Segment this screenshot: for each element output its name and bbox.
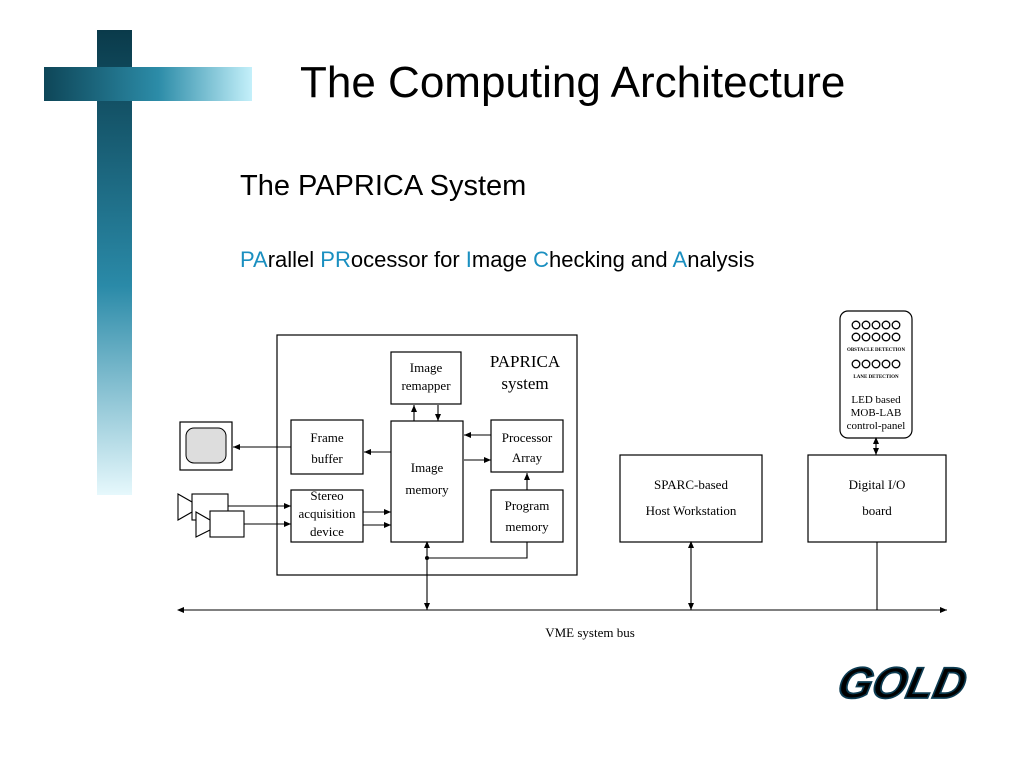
digital-io-box — [807, 454, 947, 543]
acronym-text: rallel — [267, 247, 321, 272]
vme-bus-label: VME system bus — [545, 625, 635, 640]
led-dot — [881, 332, 891, 342]
slide-title: The Computing Architecture — [300, 58, 846, 107]
led-dot — [881, 320, 891, 330]
svg-text:GOLD: GOLD — [834, 659, 971, 707]
led-dot — [861, 332, 871, 342]
led-dot — [891, 332, 901, 342]
led-panel-label: control-panel — [847, 420, 906, 432]
acronym-highlight-letters: I — [465, 247, 472, 272]
led-dot — [851, 332, 861, 342]
stereo-device-label: acquisition — [298, 506, 356, 521]
stereo-device-box — [290, 489, 364, 543]
acronym-highlight-letters: PA — [240, 247, 268, 272]
acronym-text: mage — [471, 247, 534, 272]
stereo-device-label: Stereo — [310, 488, 343, 503]
program-memory-label: memory — [505, 519, 549, 534]
paprica-system-label: system — [501, 374, 548, 393]
led-dot — [871, 332, 881, 342]
led-caption-top: OBSTACLE DETECTION — [847, 348, 906, 353]
acronym-text: ocessor for — [350, 247, 466, 272]
led-dot — [851, 359, 861, 369]
acronym-highlight-letters: A — [672, 247, 688, 272]
acronym-text: nalysis — [687, 247, 755, 272]
acronym-text: hecking and — [548, 247, 673, 272]
led-panel-label: MOB-LAB — [851, 407, 902, 419]
paprica-system-label: PAPRICA — [490, 352, 561, 371]
image-memory-label: memory — [405, 482, 449, 497]
acronym-highlight-letters: PR — [320, 247, 351, 272]
program-memory-label: Program — [505, 498, 550, 513]
sparc-host-box — [619, 454, 763, 543]
frame-buffer-label: Frame — [310, 430, 343, 445]
led-dot — [891, 320, 901, 330]
led-dot — [861, 359, 871, 369]
image-remapper-box — [390, 351, 462, 405]
image-remapper-label: remapper — [401, 378, 451, 393]
led-dot — [861, 320, 871, 330]
digital-io-label: Digital I/O — [849, 477, 906, 492]
processor-array-box — [490, 419, 564, 473]
led-caption-bottom: LANE DETECTION — [853, 375, 899, 380]
led-dot — [871, 359, 881, 369]
led-dot — [881, 359, 891, 369]
led-indicators — [851, 320, 901, 369]
stereo-device-label: device — [310, 524, 344, 539]
camera-icon — [195, 510, 245, 538]
decorative-cross — [44, 30, 252, 495]
sparc-host-label: Host Workstation — [646, 503, 737, 518]
sparc-host-label: SPARC-based — [654, 477, 728, 492]
frame-buffer-label: buffer — [311, 451, 343, 466]
monitor-icon — [179, 421, 233, 471]
image-remapper-label: Image — [410, 360, 443, 375]
digital-io-label: board — [862, 503, 892, 518]
gold-logo: GOLD — [833, 659, 972, 709]
acronym-highlight-letters: C — [533, 247, 549, 272]
acronym-expansion: PArallel PRocessor for Image Checking an… — [240, 247, 754, 273]
led-dot — [851, 320, 861, 330]
led-dot — [871, 320, 881, 330]
processor-array-label: Processor — [502, 430, 553, 445]
processor-array-label: Array — [512, 450, 543, 465]
slide-subtitle: The PAPRICA System — [240, 170, 527, 202]
image-memory-label: Image — [411, 460, 444, 475]
led-panel-label: LED based — [851, 394, 901, 406]
led-dot — [891, 359, 901, 369]
